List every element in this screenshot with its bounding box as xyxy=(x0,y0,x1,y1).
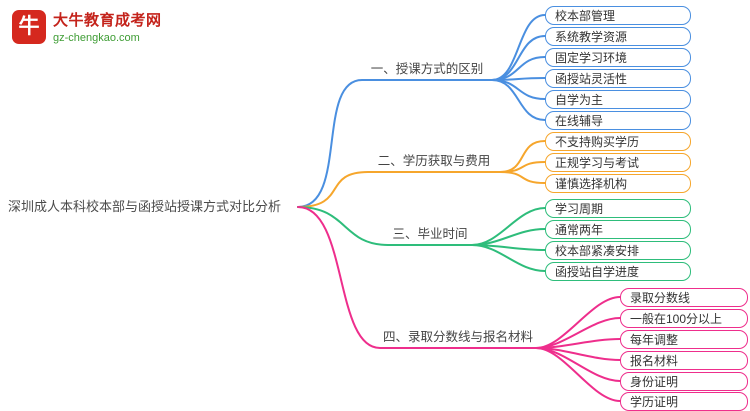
leaf-node: 正规学习与考试 xyxy=(545,152,691,172)
branch-node: 三、毕业时间 xyxy=(392,227,468,241)
leaf-node: 学历证明 xyxy=(620,391,748,411)
root-topic: 深圳成人本科校本部与函授站授课方式对比分析 xyxy=(8,199,282,214)
logo-title: 大牛教育成考网 xyxy=(53,12,162,29)
leaf-node: 函授站自学进度 xyxy=(545,261,691,281)
site-logo[interactable]: 牛 大牛教育成考网 gz-chengkao.com xyxy=(12,9,162,44)
logo-url: gz-chengkao.com xyxy=(53,32,140,44)
leaf-node: 不支持购买学历 xyxy=(545,131,691,151)
connector-line xyxy=(491,77,546,81)
connector-line xyxy=(535,338,621,349)
leaf-node: 学习周期 xyxy=(545,198,691,218)
leaf-node: 录取分数线 xyxy=(620,287,748,307)
leaf-node: 通常两年 xyxy=(545,219,691,239)
branch-node: 一、授课方式的区别 xyxy=(370,62,484,76)
leaf-node: 函授站灵活性 xyxy=(545,68,691,88)
connector-line xyxy=(491,79,546,100)
connector-line xyxy=(491,14,546,81)
leaf-node: 校本部紧凑安排 xyxy=(545,240,691,260)
leaf-node: 在线辅导 xyxy=(545,110,691,130)
branch-node: 四、录取分数线与报名材料 xyxy=(382,330,533,344)
branch-node: 二、学历获取与费用 xyxy=(377,154,491,168)
bull-glyph: 牛 xyxy=(18,15,40,38)
connector-line xyxy=(535,296,621,349)
leaf-node: 一般在100分以上 xyxy=(620,308,748,328)
leaf-node: 系统教学资源 xyxy=(545,26,691,46)
connector-line xyxy=(535,347,621,402)
connector-line xyxy=(297,171,501,208)
connector-line xyxy=(491,79,546,121)
connector-line xyxy=(499,140,546,173)
connector-line xyxy=(535,347,621,382)
leaf-node: 校本部管理 xyxy=(545,5,691,25)
logo-text: 大牛教育成考网 gz-chengkao.com xyxy=(53,9,162,44)
leaf-node: 身份证明 xyxy=(620,371,748,391)
connector-line xyxy=(471,207,546,246)
leaf-node: 谨慎选择机构 xyxy=(545,173,691,193)
leaf-node: 报名材料 xyxy=(620,350,748,370)
connector-line xyxy=(535,317,621,349)
connector-line xyxy=(499,161,546,173)
connector-line xyxy=(471,228,546,246)
connector-line xyxy=(499,171,546,184)
connector-line xyxy=(491,35,546,81)
leaf-node: 固定学习环境 xyxy=(545,47,691,67)
connector-line xyxy=(491,56,546,81)
connector-line xyxy=(535,347,621,361)
connector-line xyxy=(471,244,546,272)
leaf-node: 自学为主 xyxy=(545,89,691,109)
connector-line xyxy=(297,79,493,208)
connector-line xyxy=(471,244,546,251)
bull-icon: 牛 xyxy=(12,9,46,44)
leaf-node: 每年调整 xyxy=(620,329,748,349)
